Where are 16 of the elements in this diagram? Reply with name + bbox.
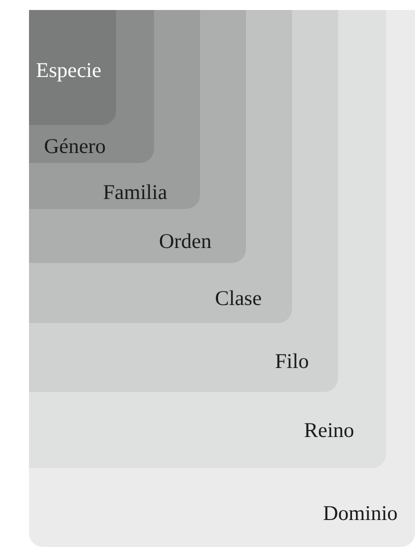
rank-label: Género (44, 134, 106, 160)
rank-label: Filo (275, 349, 309, 374)
rank-box (29, 10, 116, 125)
rank-box (29, 10, 415, 547)
rank-box (29, 10, 154, 163)
rank-label: Dominio (323, 501, 398, 526)
rank-label: Reino (304, 418, 354, 444)
rank-box (29, 10, 200, 209)
rank-label: Clase (215, 286, 262, 312)
rank-box (29, 10, 338, 392)
rank-box (29, 10, 246, 263)
rank-label: Especie (36, 58, 102, 84)
rank-label: Familia (103, 180, 168, 206)
rank-box (29, 10, 386, 468)
rank-label: Orden (159, 229, 212, 254)
rank-box (29, 10, 292, 323)
